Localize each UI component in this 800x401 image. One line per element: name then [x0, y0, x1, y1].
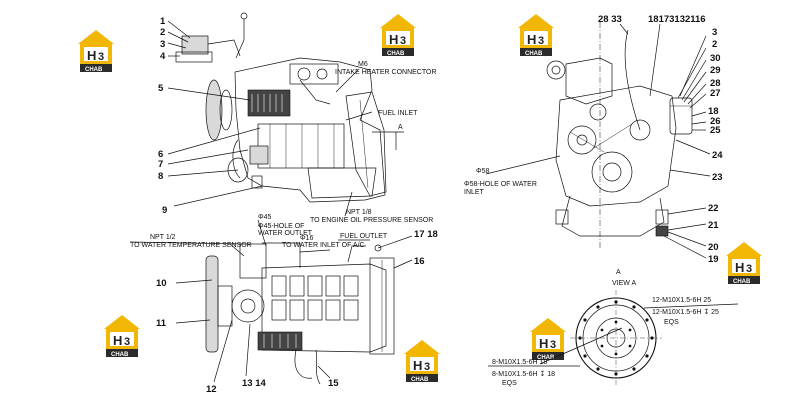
engine-top-view	[129, 219, 413, 385]
note-water-temp-sensor: TO WATER TEMPERATURE SENSOR	[130, 242, 252, 249]
callout-11: 11	[156, 318, 167, 329]
callout-25: 25	[710, 125, 721, 136]
callout-28-33: 28 33	[598, 14, 622, 25]
callout-7: 7	[158, 159, 163, 170]
callout-10: 10	[156, 278, 167, 289]
note-m10-thread-b: 12-M10X1.5-6H ↧ 25	[652, 308, 719, 316]
callout-9: 9	[162, 205, 167, 216]
note-m8-thread-b: 8-M10X1.5-6H ↧ 18	[492, 370, 555, 378]
svg-text:H: H	[87, 48, 96, 63]
callout-26: 26	[710, 116, 721, 127]
note-water-inlet-2: INLET	[464, 189, 485, 196]
callout-18-right: 18	[708, 106, 719, 117]
svg-text:CHAB: CHAB	[733, 279, 751, 285]
callout-27: 27	[710, 88, 721, 99]
callout-19: 19	[708, 254, 719, 265]
callout-28: 28	[710, 78, 721, 89]
callout-5: 5	[158, 83, 164, 94]
svg-text:3: 3	[746, 263, 752, 275]
note-intake-heater: INTAKE HEATER CONNECTOR	[335, 69, 437, 76]
callout-8: 8	[158, 171, 163, 182]
svg-text:H: H	[389, 32, 398, 47]
callout-20: 20	[708, 242, 719, 253]
callout-3-right: 3	[712, 27, 717, 38]
callout-6: 6	[158, 149, 163, 160]
callout-2: 2	[160, 27, 165, 38]
svg-text:3: 3	[124, 336, 130, 348]
callout-18-17-31-32-11-6: 18173132116	[648, 14, 706, 25]
note-d16: Φ16	[300, 235, 313, 242]
note-m10-thread-a: 12-M10X1.5-6H 25	[652, 297, 711, 304]
callout-17-18: 17 18	[414, 229, 438, 240]
svg-text:3: 3	[424, 361, 430, 373]
callout-22: 22	[708, 203, 719, 214]
note-npt12: NPT 1/2	[150, 234, 176, 241]
svg-text:CHAB: CHAB	[387, 51, 405, 57]
note-m6: M6	[358, 61, 368, 68]
note-water-inlet-1: Φ58-HOLE OF WATER	[464, 181, 537, 188]
note-d58: Φ58	[476, 168, 489, 175]
engine-side-view	[167, 12, 404, 217]
brand-logo: H 3 CHAB	[104, 315, 140, 358]
svg-text:CHAB: CHAB	[537, 355, 555, 361]
callout-13-14: 13 14	[242, 378, 266, 389]
note-m8-thread-a: 8-M10X1.5-6H 18	[492, 359, 547, 366]
callout-12: 12	[206, 384, 217, 395]
callout-1: 1	[160, 16, 166, 27]
svg-text:3: 3	[98, 51, 104, 63]
svg-text:H: H	[735, 260, 744, 275]
brand-logo: H 3 CHAB	[726, 242, 762, 285]
svg-text:CHAB: CHAB	[111, 352, 129, 358]
engine-front-view	[485, 22, 711, 259]
note-water-inlet-ac: TO WATER INLET OF A/C	[282, 242, 365, 249]
view-a-title: VIEW A	[612, 280, 636, 287]
callout-30: 30	[710, 53, 721, 64]
callout-24: 24	[712, 150, 723, 161]
note-oil-pressure: TO ENGINE OIL PRESSURE SENSOR	[310, 217, 433, 224]
callout-21: 21	[708, 220, 719, 231]
brand-logo: H 3 CHAB	[530, 318, 566, 361]
callout-2-right: 2	[712, 39, 717, 50]
view-a-flywheel	[488, 290, 739, 386]
note-fuel-outlet: FUEL OUTLET	[340, 233, 388, 240]
svg-text:CHAB: CHAB	[411, 377, 429, 383]
svg-text:CHAB: CHAB	[525, 51, 543, 57]
svg-text:3: 3	[538, 35, 544, 47]
view-a-marker: A	[616, 269, 621, 276]
callout-16: 16	[414, 256, 425, 267]
note-d45: Φ45	[258, 214, 271, 221]
brand-logo: H 3 CHAB	[518, 14, 554, 57]
svg-text:H: H	[539, 336, 548, 351]
note-water-outlet-2: WATER OUTLET	[258, 230, 313, 237]
callout-3: 3	[160, 39, 165, 50]
note-eqs-1: EQS	[664, 319, 679, 326]
brand-logo: H 3 CHAB	[78, 30, 114, 73]
note-npt18: NPT 1/8	[346, 209, 372, 216]
svg-text:H: H	[413, 358, 422, 373]
svg-text:CHAB: CHAB	[85, 67, 103, 73]
brand-logo: H 3 CHAB	[404, 340, 440, 383]
note-fuel-inlet: FUEL INLET	[378, 110, 418, 117]
svg-text:H: H	[527, 32, 536, 47]
callout-15: 15	[328, 378, 339, 389]
svg-text:3: 3	[400, 35, 406, 47]
note-water-outlet-1: Φ45-HOLE OF	[258, 223, 304, 230]
callout-29: 29	[710, 65, 721, 76]
callout-23: 23	[712, 172, 723, 183]
brand-logo: H 3 CHAB	[380, 14, 416, 57]
svg-text:3: 3	[550, 339, 556, 351]
note-a-marker: A	[398, 124, 403, 131]
note-eqs-2: EQS	[502, 380, 517, 387]
callout-4: 4	[160, 51, 166, 62]
svg-text:H: H	[113, 333, 122, 348]
